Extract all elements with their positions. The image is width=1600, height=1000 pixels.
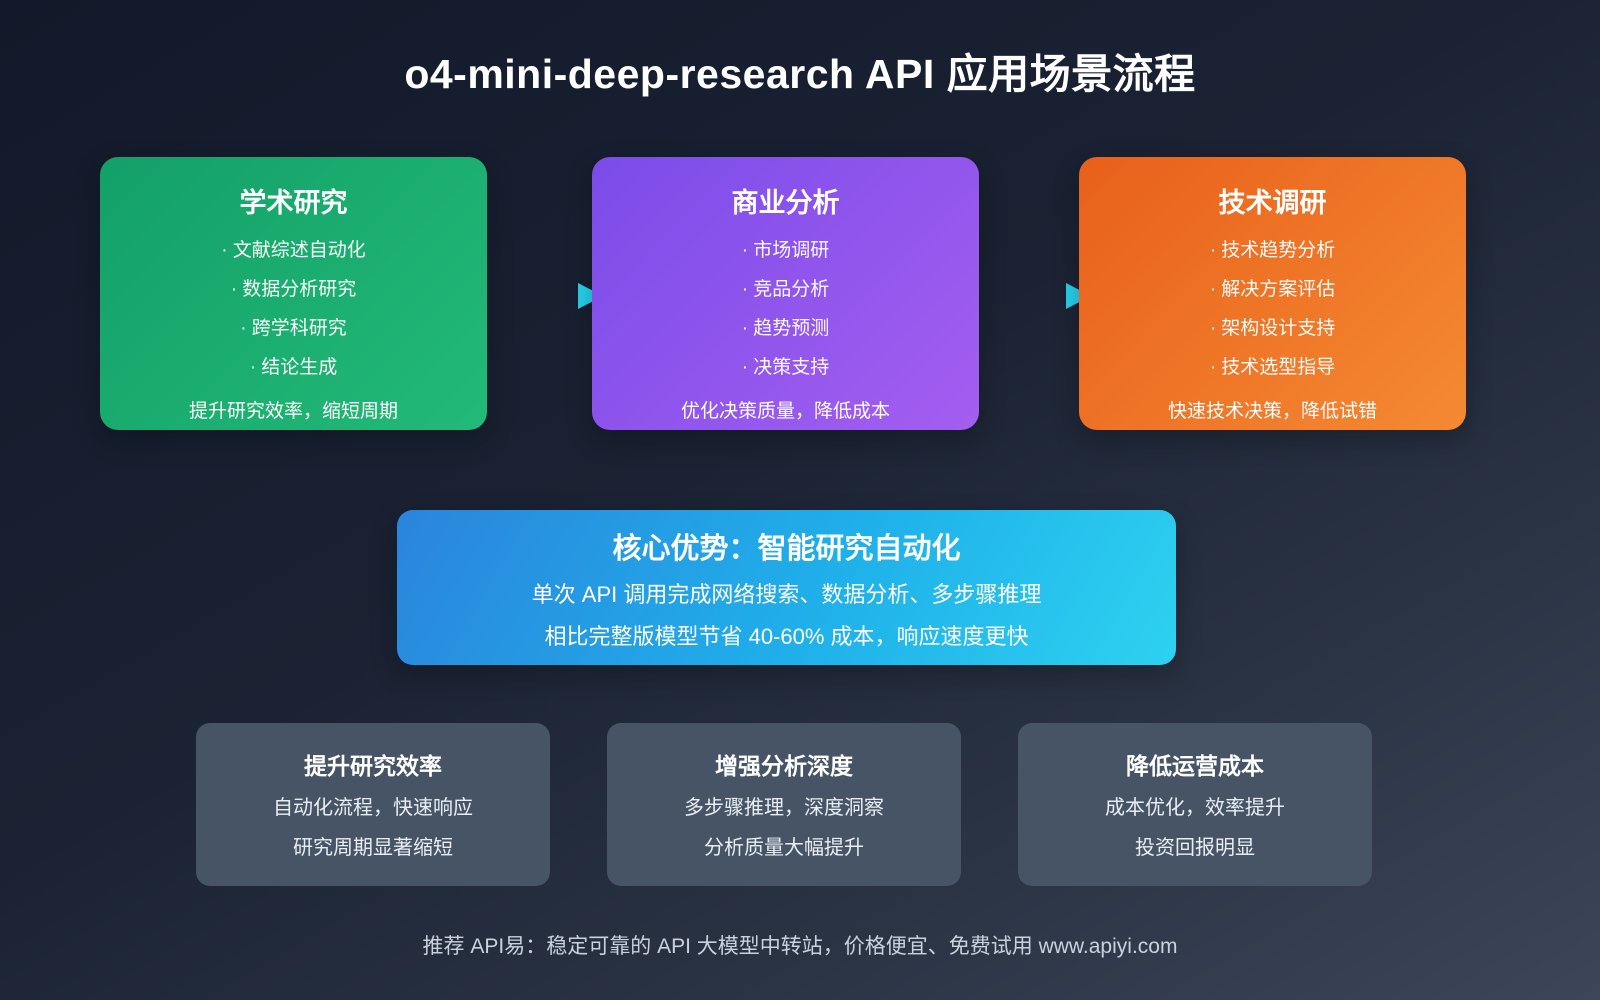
list-item: 文献综述自动化 [221,241,366,260]
core-advantage-title: 核心优势：智能研究自动化 [612,533,961,565]
benefit-card-line: 多步骤推理，深度洞察 [684,797,884,819]
benefit-card-line: 研究周期显著缩短 [293,837,453,859]
benefit-card-title: 增强分析深度 [715,753,853,779]
footer-promo-text: 推荐 API易：稳定可靠的 API 大模型中转站，价格便宜、免费试用 www.a… [422,935,1178,958]
scenario-card-list: 技术趋势分析 解决方案评估 架构设计支持 技术选型指导 [1210,241,1335,397]
scenario-card-footer: 快速技术决策，降低试错 [1167,401,1377,422]
scenario-card-business: 商业分析 市场调研 竞品分析 趋势预测 决策支持 优化决策质量，降低成本 [592,157,979,430]
list-item: 跨学科研究 [221,319,366,338]
benefit-card-title: 降低运营成本 [1126,753,1264,779]
benefit-card-line: 投资回报明显 [1135,837,1255,859]
list-item: 决策支持 [742,358,829,377]
benefit-card-line: 分析质量大幅提升 [704,837,864,859]
scenario-card-title: 技术调研 [1218,188,1327,218]
list-item: 架构设计支持 [1210,319,1335,338]
scenario-card-technical: 技术调研 技术趋势分析 解决方案评估 架构设计支持 技术选型指导 快速技术决策，… [1079,157,1466,430]
page-title: o4-mini-deep-research API 应用场景流程 [404,51,1196,97]
benefit-card-depth: 增强分析深度 多步骤推理，深度洞察 分析质量大幅提升 [607,723,961,886]
scenario-card-footer: 提升研究效率，缩短周期 [188,401,398,422]
scenario-card-academic: 学术研究 文献综述自动化 数据分析研究 跨学科研究 结论生成 提升研究效率，缩短… [100,157,487,430]
core-advantage-card: 核心优势：智能研究自动化 单次 API 调用完成网络搜索、数据分析、多步骤推理 … [397,510,1176,665]
benefit-card-line: 成本优化，效率提升 [1105,797,1285,819]
core-advantage-line: 相比完整版模型节省 40-60% 成本，响应速度更快 [544,624,1029,649]
list-item: 市场调研 [742,241,829,260]
list-item: 技术选型指导 [1210,358,1335,377]
core-advantage-line: 单次 API 调用完成网络搜索、数据分析、多步骤推理 [531,582,1042,607]
benefit-card-cost: 降低运营成本 成本优化，效率提升 投资回报明显 [1018,723,1372,886]
benefit-card-efficiency: 提升研究效率 自动化流程，快速响应 研究周期显著缩短 [196,723,550,886]
scenario-card-list: 文献综述自动化 数据分析研究 跨学科研究 结论生成 [221,241,366,397]
list-item: 结论生成 [221,358,366,377]
scenario-card-list: 市场调研 竞品分析 趋势预测 决策支持 [742,241,829,397]
list-item: 技术趋势分析 [1210,241,1335,260]
list-item: 竞品分析 [742,280,829,299]
scenario-card-title: 学术研究 [239,188,348,218]
benefit-card-title: 提升研究效率 [304,753,442,779]
list-item: 数据分析研究 [221,280,366,299]
scenario-card-title: 商业分析 [731,188,840,218]
scenario-card-footer: 优化决策质量，降低成本 [680,401,890,422]
list-item: 解决方案评估 [1210,280,1335,299]
list-item: 趋势预测 [742,319,829,338]
benefit-card-line: 自动化流程，快速响应 [273,797,473,819]
